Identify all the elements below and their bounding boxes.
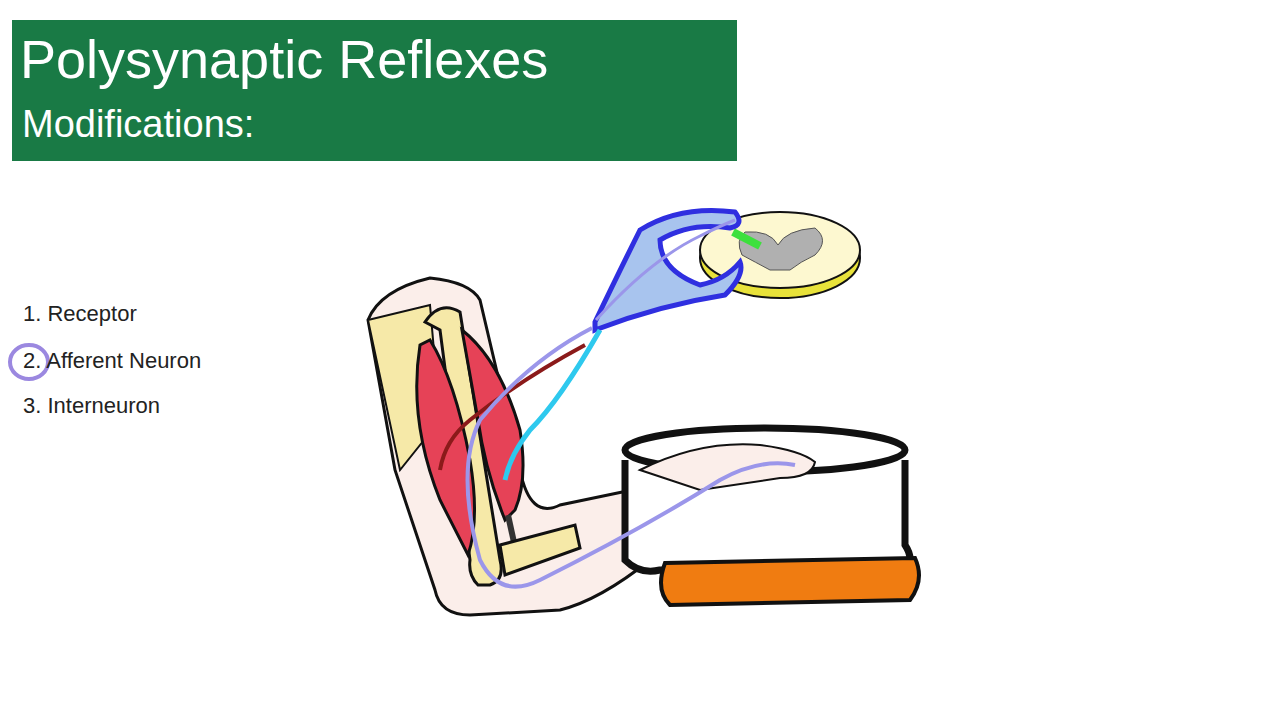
title-banner: Polysynaptic ReflexesModifications: xyxy=(12,20,737,161)
subtitle-text: Modifications: xyxy=(22,104,254,146)
stove-burner xyxy=(661,558,919,605)
nerve-root xyxy=(595,210,741,330)
title-text: Polysynaptic Reflexes xyxy=(20,30,548,89)
list-item: 1. Receptor xyxy=(23,301,137,327)
list-item: 2. Afferent Neuron xyxy=(23,348,201,374)
grey-matter xyxy=(739,228,822,270)
afferent-neuron-root xyxy=(596,220,735,320)
biceps-muscle xyxy=(462,330,523,520)
hand-on-pot xyxy=(640,444,815,490)
motor-neuron xyxy=(440,345,585,470)
interneuron xyxy=(733,232,760,246)
list-item: 3. Interneuron xyxy=(23,393,160,419)
afferent-neuron xyxy=(468,328,796,587)
